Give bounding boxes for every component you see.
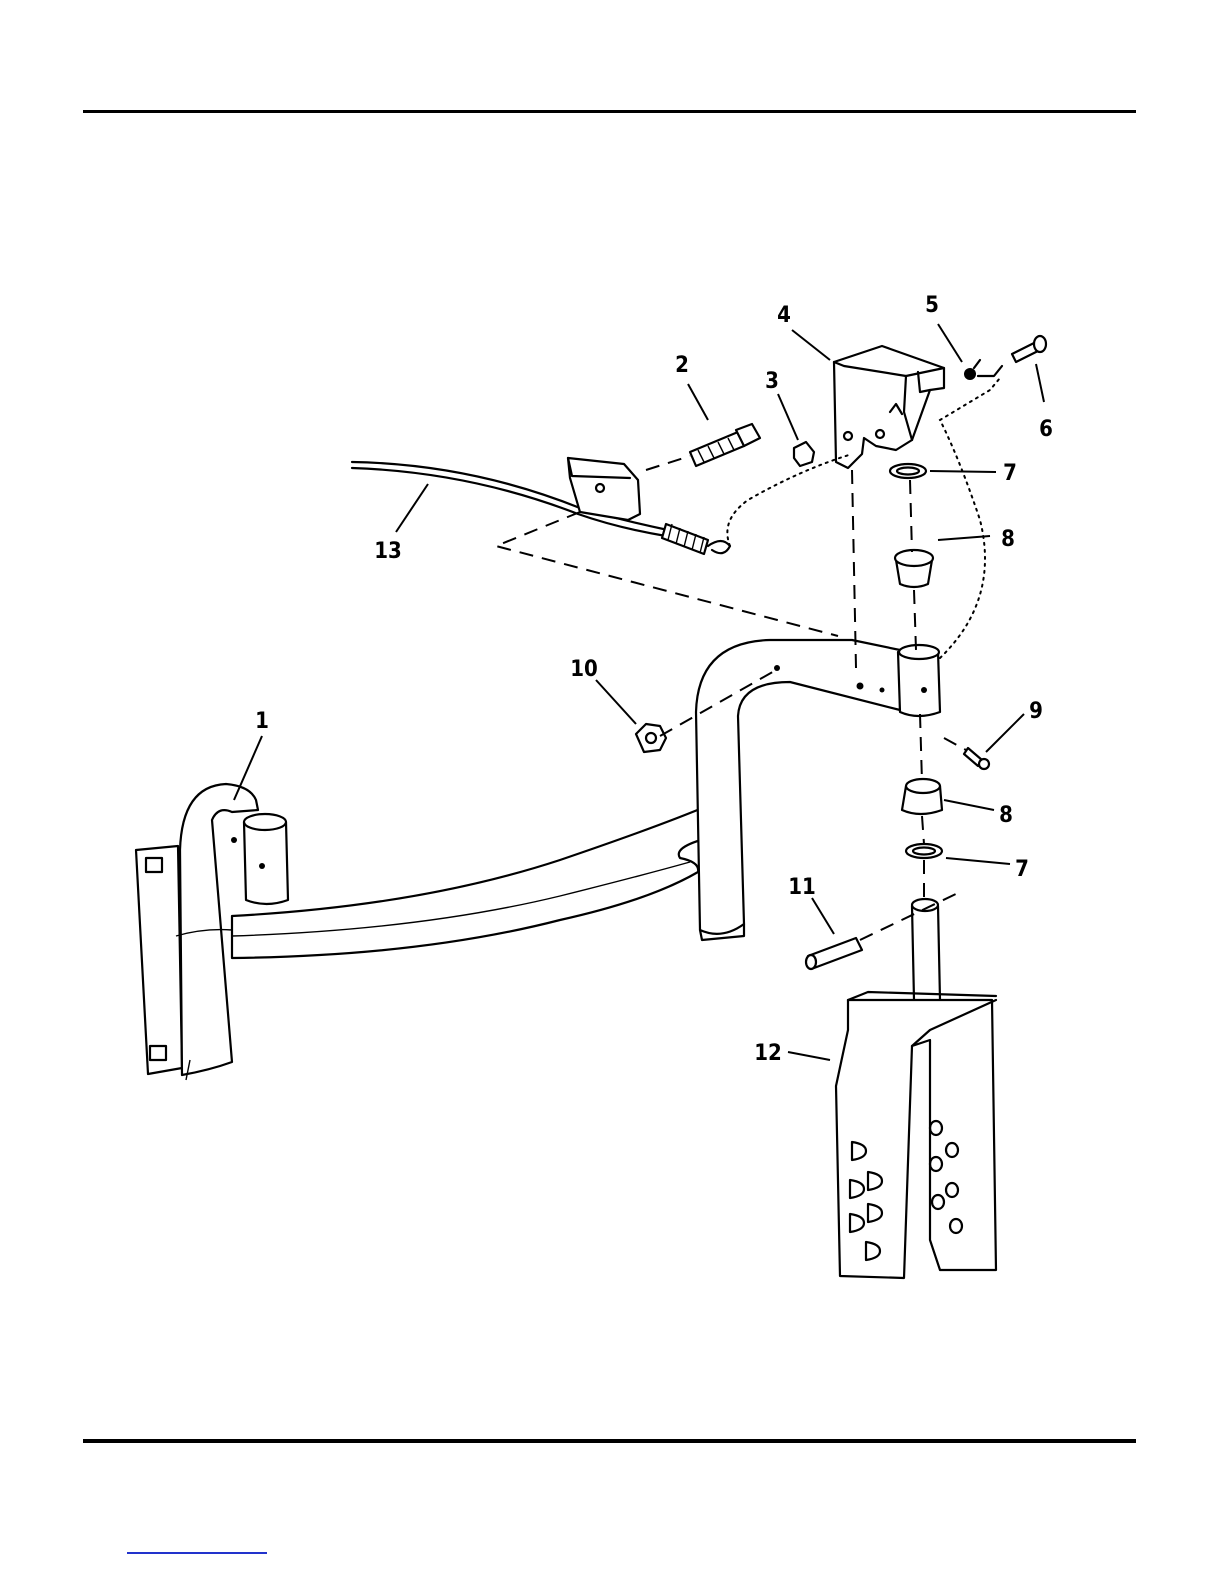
callout-11: 11: [788, 875, 816, 900]
callout-7-top: 7: [1003, 461, 1017, 486]
callout-12: 12: [754, 1041, 782, 1066]
set-screw-part: [964, 748, 989, 769]
callout-10: 10: [570, 657, 598, 682]
washer-bottom-part: [906, 844, 942, 858]
callout-3: 3: [765, 369, 779, 394]
caster-fork-part: [836, 899, 996, 1278]
pin-part: [806, 938, 862, 969]
bushing-top-part: [895, 550, 933, 587]
bolt-part: [690, 424, 760, 466]
callout-6: 6: [1039, 417, 1053, 442]
screw-part: [1012, 336, 1046, 362]
callout-9: 9: [1029, 699, 1043, 724]
washer-top-part: [890, 464, 926, 478]
cable-assembly-part: [352, 458, 730, 554]
bracket-part: [834, 346, 944, 468]
axle-frame-part: [136, 640, 940, 1080]
flange-nut-part: [636, 724, 666, 752]
callout-1: 1: [255, 709, 269, 734]
bushing-bottom-part: [902, 779, 942, 814]
callout-13: 13: [374, 539, 402, 564]
callout-5: 5: [925, 293, 939, 318]
callout-7-bottom: 7: [1015, 857, 1029, 882]
callout-4: 4: [777, 303, 791, 328]
nut-part: [794, 442, 814, 466]
callout-8-top: 8: [1001, 527, 1015, 552]
spring-clip-part: [964, 360, 1002, 380]
callout-2: 2: [675, 353, 689, 378]
callout-8-bottom: 8: [999, 803, 1013, 828]
